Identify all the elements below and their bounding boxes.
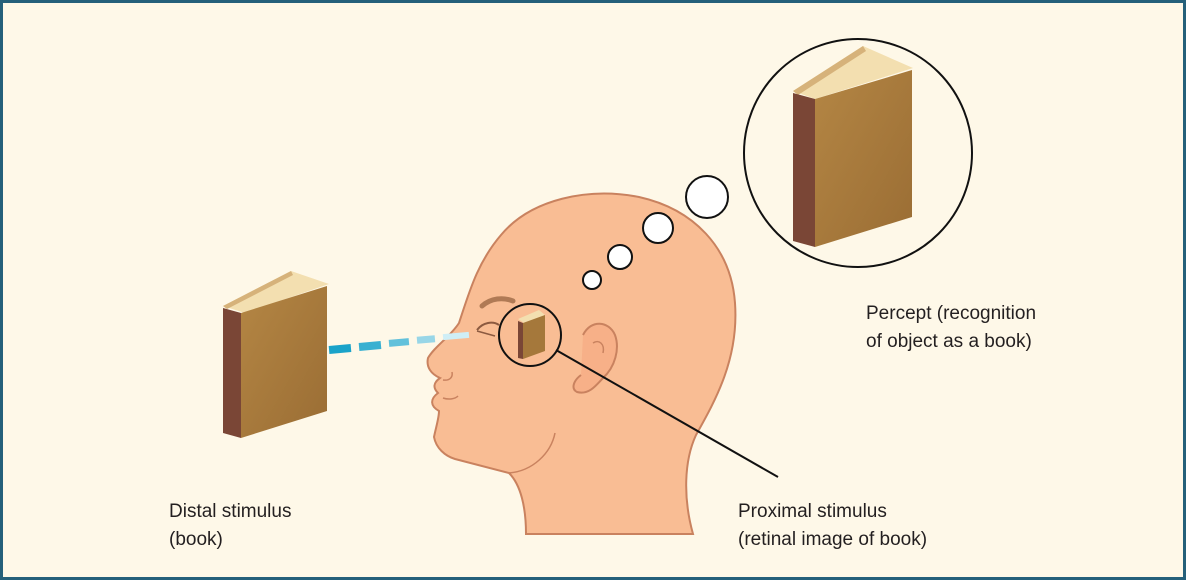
distal-label-line-2: (book) — [169, 526, 291, 554]
percept-label: Percept (recognition of object as a book… — [866, 300, 1036, 356]
percept-label-line-2: of object as a book) — [866, 328, 1036, 356]
proximal-label-line-1: Proximal stimulus — [738, 498, 927, 526]
distal-label-line-1: Distal stimulus — [169, 498, 291, 526]
percept-label-line-1: Percept (recognition — [866, 300, 1036, 328]
distal-book-icon — [223, 271, 329, 438]
distal-stimulus-label: Distal stimulus (book) — [169, 498, 291, 554]
proximal-label-line-2: (retinal image of book) — [738, 526, 927, 554]
perception-illustration — [3, 3, 1183, 577]
proximal-stimulus-label: Proximal stimulus (retinal image of book… — [738, 498, 927, 554]
